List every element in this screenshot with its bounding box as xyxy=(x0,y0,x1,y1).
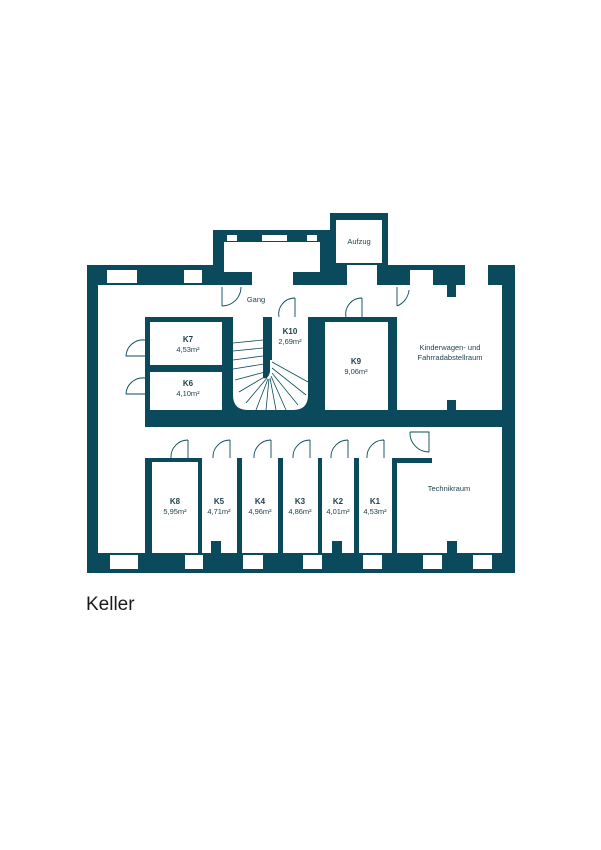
room-area-k3: 4,86m² xyxy=(288,507,312,516)
room-id-k6: K6 xyxy=(183,379,194,388)
label-aufzug: Aufzug xyxy=(347,237,370,246)
stair-steps xyxy=(232,339,309,411)
room-k2 xyxy=(322,458,354,553)
room-id-k1: K1 xyxy=(370,497,381,506)
room-area-k4: 4,96m² xyxy=(248,507,272,516)
room-id-k2: K2 xyxy=(333,497,344,506)
room-area-k6: 4,10m² xyxy=(176,389,200,398)
room-area-k2: 4,01m² xyxy=(326,507,350,516)
room-aufzug xyxy=(336,220,382,263)
staircase xyxy=(233,317,308,410)
room-gang xyxy=(98,285,397,317)
room-k9 xyxy=(325,322,388,410)
room-area-k9: 9,06m² xyxy=(344,367,368,376)
room-area-k7: 4,53m² xyxy=(176,345,200,354)
room-area-k8: 5,95m² xyxy=(163,507,187,516)
label-kinderwagen-1: Kinderwagen- und xyxy=(420,343,481,352)
room-area-k10: 2,69m² xyxy=(278,337,302,346)
floor-title: Keller xyxy=(86,594,135,615)
room-id-k8: K8 xyxy=(170,497,181,506)
room-id-k9: K9 xyxy=(351,357,362,366)
room-area-k1: 4,53m² xyxy=(363,507,387,516)
room-k6 xyxy=(150,372,222,410)
room-id-k3: K3 xyxy=(295,497,306,506)
label-kinderwagen-2: Fahrradabstellraum xyxy=(417,353,482,362)
label-technikraum: Technikraum xyxy=(428,484,471,493)
room-area-k5: 4,71m² xyxy=(207,507,231,516)
room-id-k10: K10 xyxy=(283,327,298,336)
room-technikraum xyxy=(397,427,502,553)
room-id-k5: K5 xyxy=(214,497,225,506)
doors xyxy=(125,286,430,459)
room-k5 xyxy=(202,458,237,553)
room-kinderwagen xyxy=(397,285,502,410)
label-gang: Gang xyxy=(247,295,265,304)
room-k1 xyxy=(359,458,392,553)
room-id-k4: K4 xyxy=(255,497,266,506)
room-k7 xyxy=(150,322,222,365)
room-k4 xyxy=(242,458,278,553)
room-id-k7: K7 xyxy=(183,335,194,344)
room-k8 xyxy=(152,462,198,553)
room-k3 xyxy=(283,458,318,553)
